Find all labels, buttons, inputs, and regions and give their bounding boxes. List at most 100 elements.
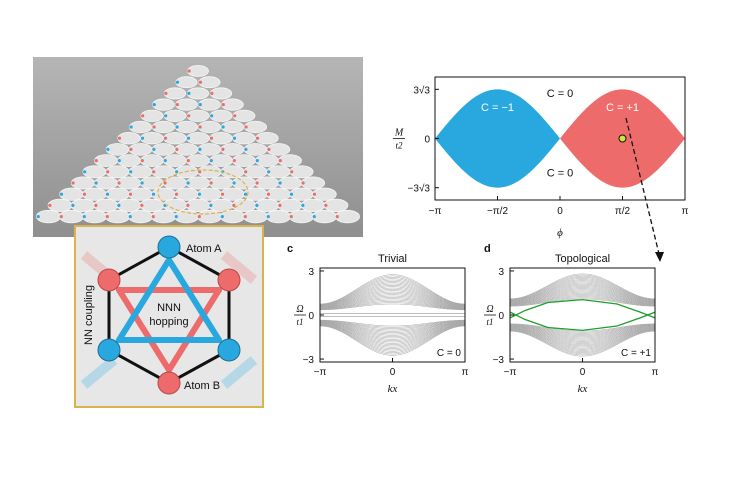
lower-band-line [319,323,466,344]
lattice-ring [186,131,210,145]
lattice-ring [208,176,234,190]
lattice-atom [175,103,179,107]
lattice-atom [290,170,294,174]
lattice-ring [186,154,210,167]
band-ytick-label: −3 [303,355,315,366]
lattice-ring [175,98,198,111]
lattice-ring [197,187,222,201]
lattice-ring [266,187,291,201]
lattice-ring [162,176,188,190]
lattice-atom [266,192,271,196]
lattice-atom [152,170,156,174]
lattice-atom [198,103,202,107]
lattice-atom [221,103,225,107]
lattice-photo [33,57,363,237]
lattice-ring [323,198,349,213]
lattice-atom [175,147,179,151]
band-xtick-label: π [462,367,469,378]
lattice-atom [117,159,121,163]
lower-band-line [509,325,656,339]
lattice-atom [244,170,248,174]
nn-coupling-label: NN coupling [83,285,95,345]
lattice-ring [140,109,164,122]
lattice-atom [197,215,201,219]
lattice-atom [187,91,191,95]
lattice-atom [94,159,98,163]
lattice-atom [105,192,110,196]
lattice-ring [300,198,326,213]
lattice-atom [289,215,293,219]
band-title: Trivial [378,253,407,265]
lower-band-line [320,321,465,333]
lattice-atom [117,203,121,207]
lattice-ring [105,209,130,224]
upper-band-line [509,289,656,304]
lattice-ring [243,143,268,156]
highlight-ring [157,169,249,215]
lattice-ring [209,109,233,122]
lattice-ring [255,131,279,145]
lattice-atom [140,181,144,185]
phase-ylabel-num: M [394,128,404,139]
upper-band-line [509,278,656,301]
lower-band-line [509,326,656,342]
lattice-atom [106,147,110,151]
lattice-ring [94,154,118,167]
lattice-ring [140,131,164,145]
lattice-ring [277,198,303,213]
lattice-ring [93,176,119,190]
lattice-atom [128,192,133,196]
lattice-ring [209,131,233,145]
lattice-atom [129,125,133,129]
atom-blue-left [97,338,121,362]
band-lines [319,274,466,356]
upper-band-line [319,278,466,306]
lattice-atom [301,181,305,185]
band-lines [509,273,656,357]
lattice-atom [140,136,145,140]
lower-band-line [509,328,656,350]
band-xtick-label: −π [314,367,327,378]
upper-band-line [509,291,656,305]
upper-band-line [509,292,656,305]
phase-ytick-label: 0 [424,135,430,146]
lattice-atom [266,215,270,219]
lattice-atom [152,125,156,129]
upper-band-line [509,288,656,304]
lattice-atom [278,159,282,163]
lattice-atom [152,103,156,107]
lattice-atom [59,215,63,219]
lattice-ring [70,198,96,213]
lattice-atom [255,203,259,207]
lattice-atom [140,203,144,207]
lattice-ring [185,176,211,190]
upper-band-line [509,290,656,305]
lower-band-line [319,321,466,335]
lattice-ring [140,154,164,167]
lattice-atom [278,181,282,185]
lower-band-line [510,324,655,334]
lattice-ring [117,154,141,167]
upper-band-line [509,279,656,301]
upper-band-line [319,274,466,305]
lattice-atom [209,181,213,185]
lattice-atom [289,192,294,196]
lower-band-line [509,323,656,332]
upper-band-line [509,298,656,307]
lattice-atom [198,125,202,129]
upper-band-line [509,297,656,307]
zoom-inset: Atom A Atom B NNN hopping NN coupling [74,225,264,408]
nnn-label-1: NNN [157,302,181,314]
lattice-ring [312,187,337,201]
lattice-atom [151,215,155,219]
lattice-ring [36,209,61,224]
lattice-cells [36,65,360,224]
lower-band-line [319,322,466,341]
lattice-atom [209,203,213,207]
lower-band-line [319,320,466,332]
lower-band-line [319,323,466,345]
band-ytick-label: −3 [493,355,505,366]
atom-a-label: Atom A [186,243,222,255]
upper-band-line [319,289,466,308]
